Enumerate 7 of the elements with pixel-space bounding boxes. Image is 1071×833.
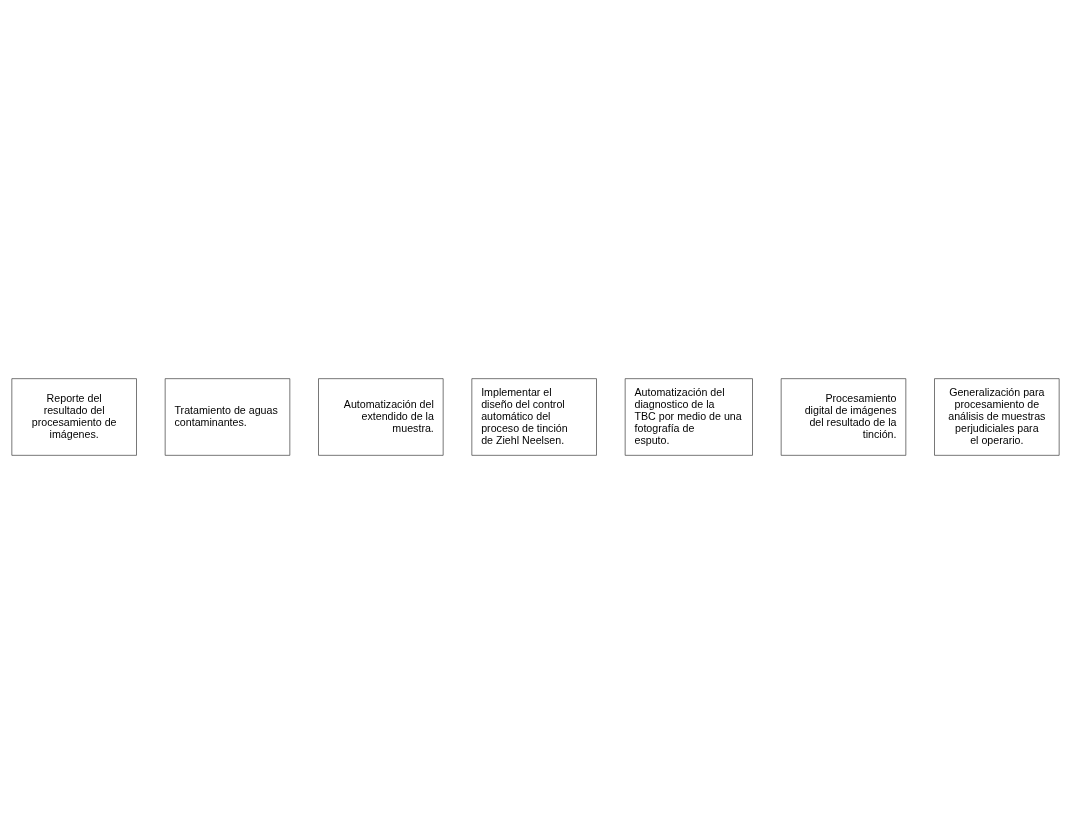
node-box: Tratamiento de aguas contaminantes. [164,377,291,456]
node-box: Procesamiento digital de imágenes del resultado de la tinción. [780,377,907,456]
node-box: Automatización del diagnostico de la TBC por medio de una fotografía de esputo. [624,377,753,456]
node-box: Reporte del resultado del procesamiento de imágenes. [11,377,137,456]
node-box: Implementar el diseño del control automático del proceso de tinción de Ziehl Neelsen. [471,377,597,456]
node-box: Generalización para procesamiento de análisis de muestras perjudiciales para el operario. [934,377,1060,456]
node-box: Automatización del extendido de la muestra. [318,377,444,456]
